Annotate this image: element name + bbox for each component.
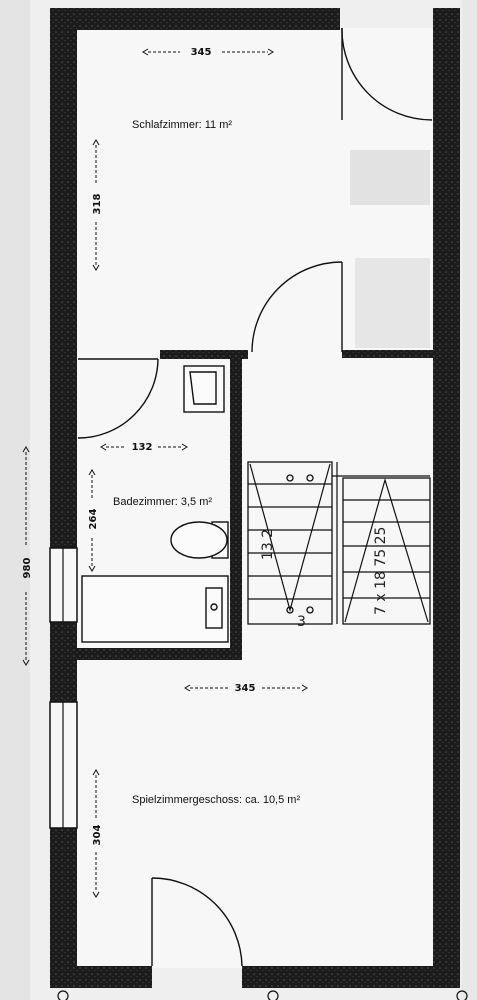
door-bathroom (77, 358, 159, 439)
door-bedroom (251, 261, 343, 353)
dimension-bath-height: 264 (88, 469, 99, 572)
door-playroom (151, 877, 243, 967)
staircase-right (342, 477, 431, 625)
dim-label: 345 (235, 683, 256, 694)
dim-label: 345 (191, 47, 212, 58)
left-margin-strip (0, 0, 30, 1000)
staircase-left (247, 461, 333, 625)
dim-label: 980 (22, 558, 33, 579)
dim-label: 318 (92, 194, 103, 215)
sink (183, 365, 225, 413)
toilet (170, 521, 229, 559)
wall-bath-top (160, 350, 248, 359)
dimension-top-height: 318 (92, 139, 103, 271)
dim-label: 304 (92, 825, 103, 846)
stair-note-bottom: 3 (297, 614, 306, 630)
wall-left-upper (50, 8, 77, 548)
dimension-bottom-width: 345 (184, 683, 308, 694)
scan-patch (350, 150, 430, 205)
wall-bottom-left (50, 966, 152, 988)
stair-note-right: 7 x 18 75 25 (373, 527, 389, 615)
dim-label: 132 (132, 442, 153, 453)
wall-left-lower (50, 828, 77, 988)
door-bedroom-top (341, 27, 433, 121)
grid-axis-markers (57, 990, 468, 1000)
room-label-spielzimmer: Spielzimmergeschoss: ca. 10,5 m² (132, 794, 300, 806)
wall-bath-bottom (70, 648, 242, 660)
stair-note-left: 13 2 (260, 529, 276, 560)
wall-right (433, 8, 460, 988)
dimension-top-width: 345 (142, 47, 274, 58)
room-label-badezimmer: Badezimmer: 3,5 m² (113, 496, 212, 508)
wall-bedroom-right (342, 350, 433, 358)
dimension-total-height: 980 (22, 446, 33, 666)
dimension-bath-width: 132 (100, 442, 188, 453)
dim-label: 264 (88, 509, 99, 530)
room-label-schlafzimmer: Schlafzimmer: 11 m² (132, 119, 232, 131)
right-margin-strip (462, 0, 477, 1000)
dimension-bottom-height: 304 (92, 769, 103, 898)
window-left-lower (49, 701, 78, 829)
wall-top (50, 8, 340, 30)
scan-patch (355, 258, 430, 348)
bathtub (81, 575, 229, 643)
wall-bath-right (230, 350, 242, 660)
window-left-upper (49, 547, 78, 623)
wall-left-mid (50, 622, 77, 702)
wall-bottom-right (242, 966, 460, 988)
